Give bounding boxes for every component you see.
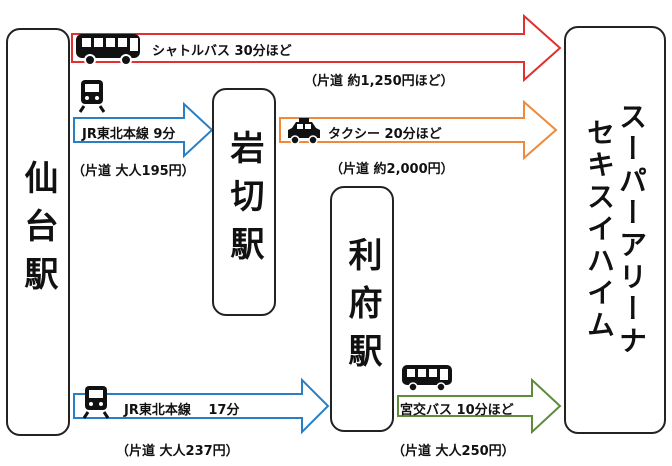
destination-line2: スーパーアリーナ [615,102,648,358]
jr-rifu-arrow [73,377,330,435]
jr-rifu-label: JR東北本線 17分 [124,403,240,418]
destination-line1: セキスイハイム [583,118,616,342]
shuttle-label: シャトルバス 30分ほど [152,44,292,59]
miyako-bus-price: （片道 大人250円） [392,444,515,459]
bus-icon [402,365,452,392]
taxi-icon [288,118,320,145]
jr-rifu-price: （片道 大人237円） [116,444,239,459]
taxi-price: （片道 約2,000円） [330,162,454,177]
iwakiri-station-box: 岩切駅 [212,88,276,316]
jr-iwakiri-label: JR東北本線 9分 [82,127,176,142]
sendai-station-label: 仙台駅 [18,160,58,304]
shuttle-arrow [71,13,562,83]
miyako-bus-label: 宮交バス 10分ほど [400,403,514,418]
train-icon [78,80,106,113]
rifu-station-box: 利府駅 [330,186,394,432]
rifu-station-label: 利府駅 [342,237,382,381]
taxi-label: タクシー 20分ほど [328,127,442,142]
taxi-arrow [279,99,558,161]
iwakiri-station-label: 岩切駅 [224,130,264,274]
miyako-bus-arrow [397,377,562,435]
bus-icon [76,34,140,66]
sendai-station-box: 仙台駅 [6,28,70,436]
train-icon [82,386,110,419]
jr-iwakiri-arrow [73,101,214,159]
shuttle-price: （片道 約1,250円ほど） [304,74,454,89]
jr-iwakiri-price: （片道 大人195円） [72,164,195,179]
destination-box: セキスイハイム スーパーアリーナ [564,26,666,434]
